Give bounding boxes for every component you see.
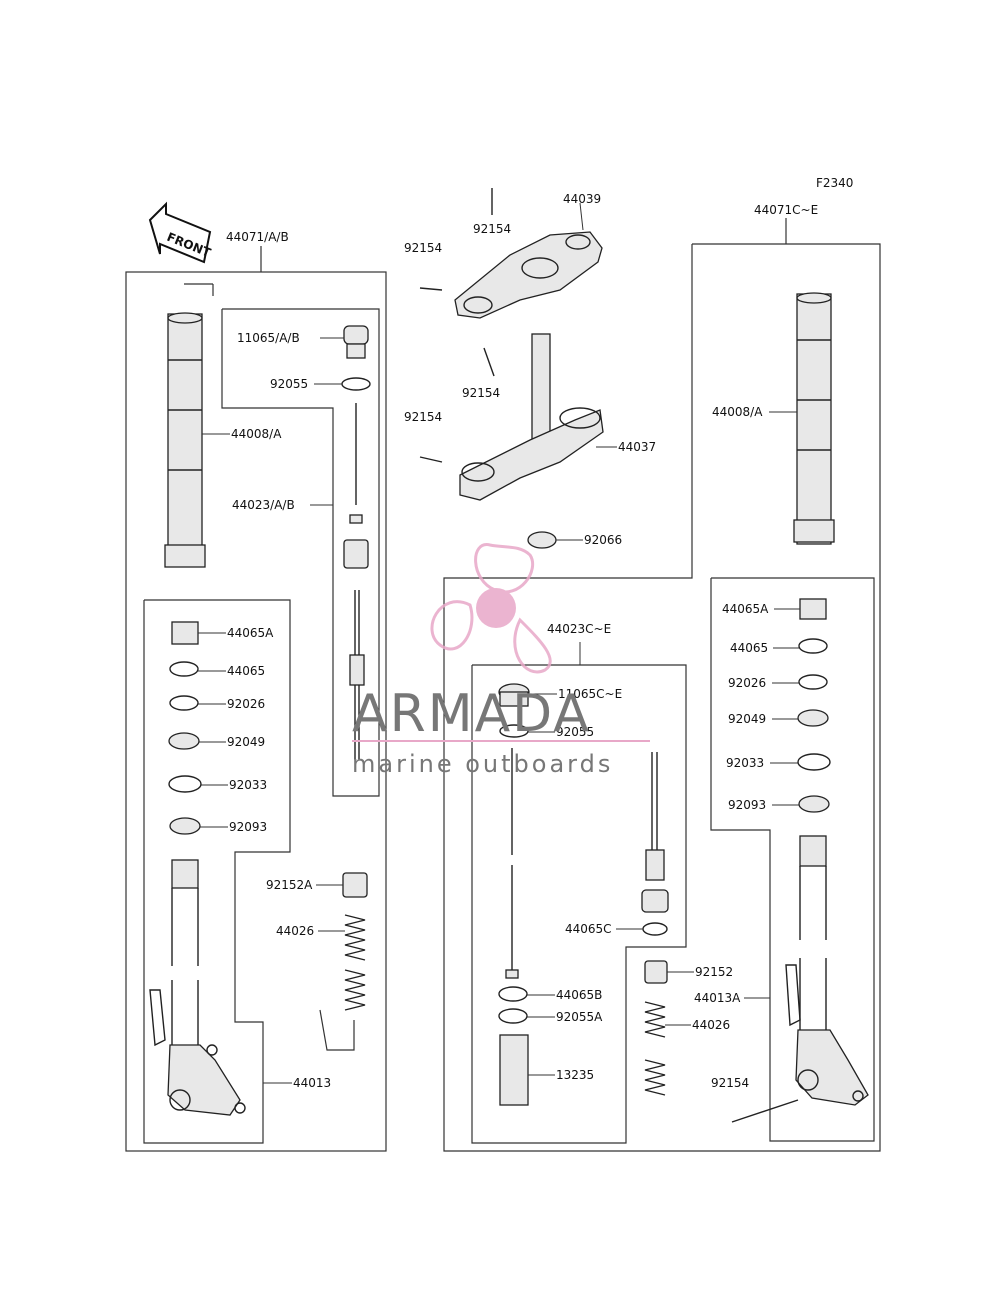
- outer-tube-right: [793, 292, 835, 545]
- label-92093-right: 92093: [728, 798, 766, 812]
- label-44026-left: 44026: [276, 924, 314, 938]
- front-arrow-icon: FRONT: [148, 201, 213, 264]
- spacer-13235: [499, 1034, 529, 1106]
- label-44023-a-b: 44023/A/B: [232, 498, 295, 512]
- outer-tube-left: [164, 312, 206, 568]
- label-92049-right: 92049: [728, 712, 766, 726]
- label-44065b: 44065B: [556, 988, 602, 1002]
- label-92154-a: 92154: [473, 222, 511, 236]
- o-ring-92055-mid: [499, 724, 529, 738]
- label-44065a-right: 44065A: [722, 602, 769, 616]
- watermark-brand: ARMADA: [352, 684, 591, 744]
- label-92026-left: 92026: [227, 697, 265, 711]
- o-ring-92055a: [498, 1008, 528, 1024]
- label-92066: 92066: [584, 533, 622, 547]
- damper-rod-left: [343, 403, 369, 760]
- fork-cap-mid: [498, 683, 530, 707]
- left-assembly-frame: [125, 246, 387, 1152]
- fork-cap-left: [343, 325, 369, 359]
- inner-tube-right: [785, 835, 869, 1106]
- lower-bracket-44037: [459, 333, 604, 501]
- dust-seal-92093-left: [169, 817, 201, 835]
- label-92026-right: 92026: [728, 676, 766, 690]
- label-44008-a-right: 44008/A: [712, 405, 763, 419]
- label-44039: 44039: [563, 192, 601, 206]
- bushing-44065-left: [169, 661, 199, 677]
- oil-seal-92049-right: [797, 709, 829, 727]
- label-44065a-left: 44065A: [227, 626, 274, 640]
- label-92049-left: 92049: [227, 735, 265, 749]
- circlip-92033-right: [797, 753, 831, 771]
- label-92093-left: 92093: [229, 820, 267, 834]
- damper-rod-mid: [505, 748, 519, 979]
- cartridge-mid: [641, 752, 669, 913]
- label-92055-mid: 92055: [556, 725, 594, 739]
- label-92055-left: 92055: [270, 377, 308, 391]
- label-44071-a-b: 44071/A/B: [226, 230, 289, 244]
- dust-seal-92093-right: [798, 795, 830, 813]
- inner-tube-left: [149, 859, 246, 1116]
- figure-code: F2340: [816, 176, 853, 190]
- label-92152: 92152: [695, 965, 733, 979]
- label-13235: 13235: [556, 1068, 594, 1082]
- label-92055a: 92055A: [556, 1010, 603, 1024]
- bolt-92154-left-top: [419, 287, 443, 291]
- label-44013: 44013: [293, 1076, 331, 1090]
- label-11065-a-b: 11065/A/B: [237, 331, 300, 345]
- label-44065-right: 44065: [730, 641, 768, 655]
- label-92154-d: 92154: [404, 410, 442, 424]
- label-92033-right: 92033: [726, 756, 764, 770]
- label-44008-a-left: 44008/A: [231, 427, 282, 441]
- spring-44026-mid: [644, 1001, 666, 1096]
- oil-seal-92049-left: [168, 732, 200, 750]
- nut-92152: [644, 960, 668, 984]
- label-44023c-e: 44023C~E: [547, 622, 611, 636]
- label-92033-left: 92033: [229, 778, 267, 792]
- ring-44065b: [498, 986, 528, 1002]
- label-92152a: 92152A: [266, 878, 313, 892]
- label-44026-mid: 44026: [692, 1018, 730, 1032]
- label-44065c: 44065C: [565, 922, 612, 936]
- spring-44026-left: [344, 914, 366, 1011]
- label-92154-right: 92154: [711, 1076, 749, 1090]
- cap-92066: [527, 531, 557, 549]
- bushing-44065-right: [798, 638, 828, 654]
- bolt-92154-left-mid: [419, 456, 443, 463]
- bolt-92154-mid: [483, 347, 495, 377]
- watermark-tagline: marine outboards: [352, 750, 613, 778]
- washer-92026-right: [798, 674, 828, 690]
- right-assembly-frame: [443, 218, 881, 1152]
- bolt-92154-right: [731, 1099, 799, 1123]
- label-11065c-e: 11065C~E: [558, 687, 622, 701]
- watermark-logo: [430, 543, 552, 674]
- label-44013a: 44013A: [694, 991, 741, 1005]
- o-ring-92055-left: [341, 377, 371, 391]
- nut-92152a: [342, 872, 368, 898]
- label-44037: 44037: [618, 440, 656, 454]
- label-44071c-e: 44071C~E: [754, 203, 818, 217]
- label-44065-left: 44065: [227, 664, 265, 678]
- ring-44065c: [642, 922, 668, 936]
- upper-bracket-44039: [454, 231, 603, 319]
- label-92154-c: 92154: [462, 386, 500, 400]
- washer-92026-left: [169, 695, 199, 711]
- bushing-44065a-right: [799, 598, 827, 620]
- label-92154-b: 92154: [404, 241, 442, 255]
- circlip-92033-left: [168, 775, 202, 793]
- bushing-44065a-left: [171, 621, 199, 645]
